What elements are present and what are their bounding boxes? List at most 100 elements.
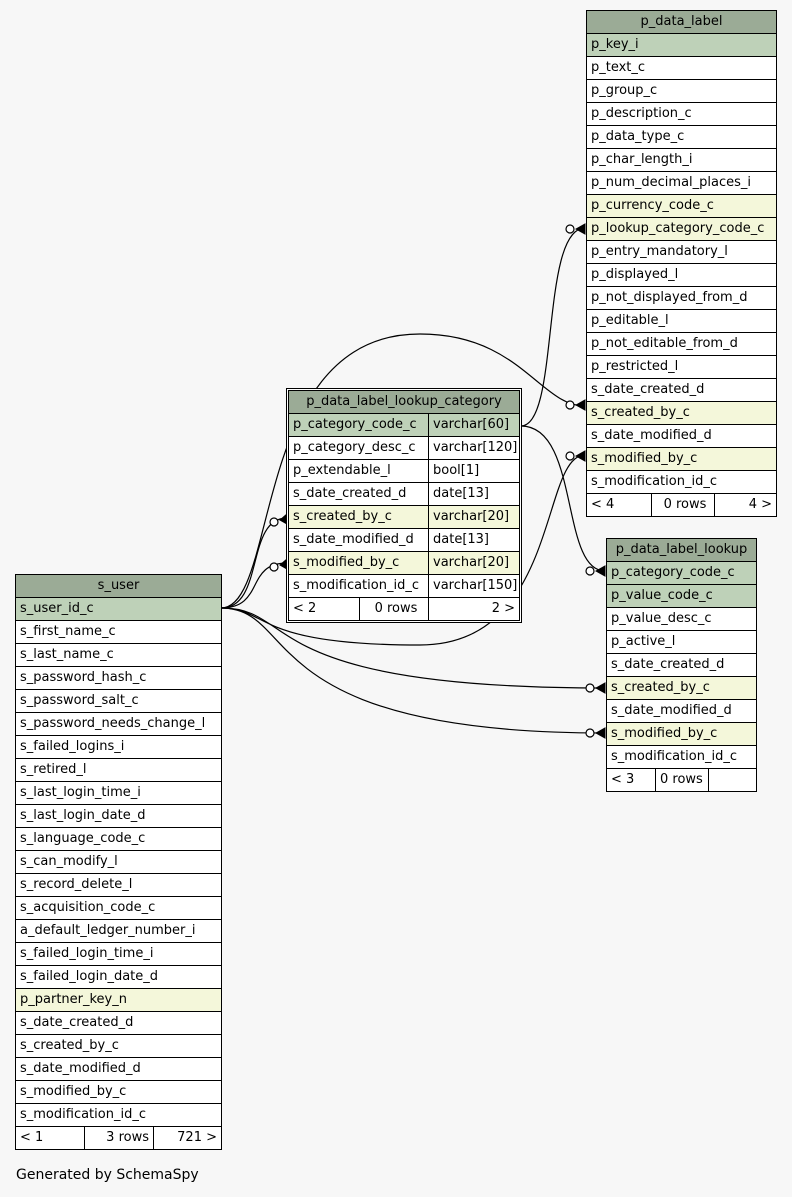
table-row[interactable]: p_category_code_c [607, 562, 756, 585]
column-type: varchar[20] [428, 506, 519, 528]
table-row[interactable]: s_password_salt_c [16, 690, 221, 713]
column-name: s_retired_l [20, 762, 87, 777]
table-row[interactable]: s_record_delete_l [16, 874, 221, 897]
table-row[interactable]: s_failed_login_date_d [16, 966, 221, 989]
table-row[interactable]: p_char_length_i [587, 149, 776, 172]
table-row[interactable]: p_text_c [587, 57, 776, 80]
table-row[interactable]: s_modification_id_c [587, 471, 776, 494]
table-row[interactable]: s_acquisition_code_c [16, 897, 221, 920]
column-name: p_group_c [591, 83, 658, 98]
table-row[interactable]: p_data_type_c [587, 126, 776, 149]
column-name: p_extendable_l [293, 463, 391, 478]
table-row[interactable]: p_currency_code_c [587, 195, 776, 218]
footer-children: 2 > [428, 598, 519, 620]
table-row[interactable]: s_last_name_c [16, 644, 221, 667]
table-row[interactable]: s_failed_logins_i [16, 736, 221, 759]
optional-marker [269, 517, 279, 527]
table-row[interactable]: s_retired_l [16, 759, 221, 782]
column-name: s_language_code_c [20, 831, 146, 846]
table-row[interactable]: s_failed_login_time_i [16, 943, 221, 966]
link-category-to-lookup [520, 425, 606, 572]
column-name: p_data_type_c [591, 129, 685, 144]
table-row[interactable]: s_first_name_c [16, 621, 221, 644]
column-name: s_modified_by_c [293, 555, 400, 570]
table-row[interactable]: s_modified_by_c [607, 723, 756, 746]
table-row[interactable]: s_password_needs_change_l [16, 713, 221, 736]
table-row[interactable]: s_date_modified_d [607, 700, 756, 723]
column-name: s_password_needs_change_l [20, 716, 206, 731]
table-row[interactable]: s_user_id_c [16, 598, 221, 621]
table-row[interactable]: p_entry_mandatory_l [587, 241, 776, 264]
crowfoot-marker [594, 727, 606, 739]
table-footer: < 2 0 rows 2 > [289, 598, 519, 620]
table-header[interactable]: s_user [16, 575, 221, 598]
table-row[interactable]: s_date_modified_d [587, 425, 776, 448]
table-header[interactable]: p_data_label [587, 11, 776, 34]
table-row[interactable]: p_num_decimal_places_i [587, 172, 776, 195]
table-row[interactable]: p_lookup_category_code_c [587, 218, 776, 241]
table-row[interactable]: s_password_hash_c [16, 667, 221, 690]
table-p-data-label-lookup-category[interactable]: p_data_label_lookup_category p_category_… [286, 388, 522, 623]
table-row[interactable]: s_created_by_c [607, 677, 756, 700]
table-row[interactable]: s_modification_id_c [16, 1104, 221, 1127]
table-row[interactable]: s_date_created_d [16, 1012, 221, 1035]
table-header[interactable]: p_data_label_lookup [607, 539, 756, 562]
table-row[interactable]: s_modification_id_c [607, 746, 756, 769]
table-header[interactable]: p_data_label_lookup_category [289, 391, 519, 414]
table-row[interactable]: s_created_by_c [16, 1035, 221, 1058]
table-row[interactable]: s_last_login_time_i [16, 782, 221, 805]
link-user-to-lookup-modified [220, 607, 606, 734]
table-row[interactable]: s_modified_by_c [587, 448, 776, 471]
table-row[interactable]: s_date_modified_d [16, 1058, 221, 1081]
crowfoot-marker [594, 682, 606, 694]
column-name: p_num_decimal_places_i [591, 175, 752, 190]
table-row[interactable]: p_key_i [587, 34, 776, 57]
table-footer: < 3 0 rows [607, 769, 756, 791]
table-row[interactable]: p_not_displayed_from_d [587, 287, 776, 310]
table-row[interactable]: p_extendable_l bool[1] [289, 460, 519, 483]
table-row[interactable]: a_default_ledger_number_i [16, 920, 221, 943]
column-name: s_date_modified_d [20, 1061, 141, 1076]
table-row[interactable]: p_partner_key_n [16, 989, 221, 1012]
table-row[interactable]: p_active_l [607, 631, 756, 654]
table-row[interactable]: p_value_code_c [607, 585, 756, 608]
optional-marker [269, 562, 279, 572]
column-name: s_date_created_d [611, 657, 725, 672]
optional-marker [565, 451, 575, 461]
table-row[interactable]: s_date_created_d [607, 654, 756, 677]
column-name: p_partner_key_n [20, 992, 127, 1007]
footer-parents: < 4 [591, 497, 615, 512]
column-name: p_char_length_i [591, 152, 693, 167]
column-name: p_currency_code_c [591, 198, 714, 213]
table-footer: < 4 0 rows 4 > [587, 494, 776, 516]
table-row[interactable]: s_last_login_date_d [16, 805, 221, 828]
table-row[interactable]: p_not_editable_from_d [587, 333, 776, 356]
table-row[interactable]: p_value_desc_c [607, 608, 756, 631]
optional-marker [565, 400, 575, 410]
table-row[interactable]: p_restricted_l [587, 356, 776, 379]
column-name: s_password_hash_c [20, 670, 147, 685]
table-row[interactable]: s_created_by_c [587, 402, 776, 425]
table-row[interactable]: s_can_modify_l [16, 851, 221, 874]
column-type: bool[1] [428, 460, 519, 482]
table-row[interactable]: s_modified_by_c [16, 1081, 221, 1104]
table-row[interactable]: p_description_c [587, 103, 776, 126]
table-row[interactable]: p_group_c [587, 80, 776, 103]
table-row[interactable]: s_date_created_d [587, 379, 776, 402]
table-row[interactable]: p_editable_l [587, 310, 776, 333]
table-row[interactable]: s_language_code_c [16, 828, 221, 851]
table-row[interactable]: p_displayed_l [587, 264, 776, 287]
column-name: s_date_created_d [293, 486, 407, 501]
column-name: s_can_modify_l [20, 854, 118, 869]
column-name: a_default_ledger_number_i [20, 923, 196, 938]
